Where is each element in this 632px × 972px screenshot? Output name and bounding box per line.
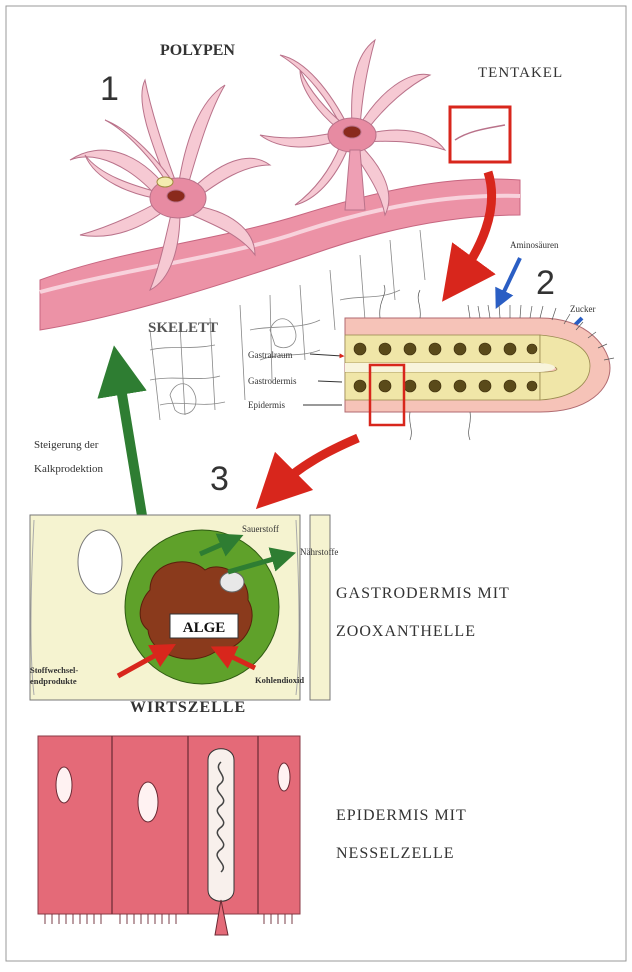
label-aminosaeuren: Aminosäuren — [510, 240, 559, 250]
label-epidermis-title-2: NESSELZELLE — [336, 845, 455, 862]
epidermis-tissue — [38, 736, 300, 914]
label-wirtszelle: WIRTSZELLE — [130, 699, 246, 716]
label-kohlendioxid: Kohlendioxid — [255, 675, 304, 685]
label-zucker: Zucker — [570, 304, 595, 314]
label-epidermis-title-1: EPIDERMIS MIT — [336, 807, 467, 824]
label-naehrstoffe: Nährstoffe — [300, 547, 338, 557]
label-steigerung-1: Steigerung der — [34, 439, 99, 451]
gastrodermis-panel: 3 ALGE Sauerstoff Nährstoffe Stoffwechse… — [30, 460, 510, 716]
panel-number-2: 2 — [536, 264, 555, 302]
coral-tissue-band — [40, 179, 520, 330]
arrow-section-to-cell — [275, 438, 358, 490]
label-stoffwechsel-1: Stoffwechsel- — [30, 665, 78, 675]
label-polypen: POLYPEN — [160, 42, 235, 59]
panel-number-1: 1 — [100, 70, 119, 108]
label-gastrodermis-small: Gastrodermis — [248, 376, 297, 386]
microvilli — [45, 914, 292, 924]
host-vacuole — [78, 530, 122, 594]
label-alge: ALGE — [183, 620, 226, 636]
tentacle-section-panel: 2 Aminosäuren Zucker Gastralraum Gastrod… — [248, 240, 614, 490]
label-skelett: SKELETT — [148, 320, 218, 336]
label-sauerstoff: Sauerstoff — [242, 524, 279, 534]
tentacle-highlight-box — [450, 107, 510, 162]
label-stoffwechsel-2: endprodukte — [30, 676, 77, 686]
epidermis-panel: EPIDERMIS MIT NESSELZELLE — [38, 736, 467, 935]
label-gastrodermis-title-2: ZOOXANTHELLE — [336, 623, 476, 640]
arrow-aminosaeuren — [500, 258, 520, 300]
label-steigerung-2: Kalkprodektion — [34, 463, 104, 475]
label-gastrodermis-title-1: GASTRODERMIS MIT — [336, 585, 510, 602]
panel-number-3: 3 — [210, 460, 229, 498]
nesselzelle — [208, 749, 234, 902]
label-epidermis-small: Epidermis — [248, 400, 285, 410]
label-gastralraum: Gastralraum — [248, 350, 292, 360]
label-tentakel: TENTAKEL — [478, 65, 563, 81]
